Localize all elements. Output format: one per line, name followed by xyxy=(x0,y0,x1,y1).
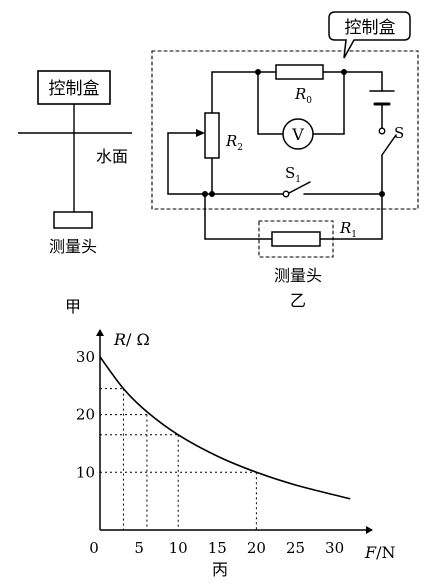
junctions xyxy=(202,69,385,197)
water-label: 水面 xyxy=(96,147,128,166)
caption-yi: 乙 xyxy=(290,291,306,310)
s1-label: S1 xyxy=(285,164,301,185)
x-tick-label-10: 10 xyxy=(169,539,188,557)
control-box-dashed xyxy=(151,50,419,210)
slider-arrow xyxy=(196,129,205,137)
resistor-r0 xyxy=(275,64,324,80)
switch-s-contact xyxy=(378,127,386,135)
switch-s-blade xyxy=(381,134,397,156)
y-tick-label-30: 30 xyxy=(76,348,95,366)
probe-label: 测量头 xyxy=(49,237,97,256)
figure-yi: 控制盒 R0 V R2 S xyxy=(151,11,419,310)
x-tick-label-15: 15 xyxy=(208,539,227,557)
y-tick-label-10: 10 xyxy=(76,463,95,481)
callout-label: 控制盒 xyxy=(345,18,396,38)
probe-head xyxy=(53,211,93,229)
x-tick-label-20: 20 xyxy=(247,539,266,557)
probe-label-yi: 测量头 xyxy=(274,266,322,285)
s-label: S xyxy=(394,124,404,142)
control-box-label: 控制盒 xyxy=(49,79,100,99)
resistance-curve xyxy=(99,356,351,500)
voltmeter xyxy=(282,118,314,150)
y-axis-label: R/ Ω xyxy=(113,330,150,349)
r1-label: R1 xyxy=(339,219,357,240)
x-axis-label: F/N xyxy=(364,543,396,562)
figure-bing: R/ Ω F/N 5 10 15 20 25 30 0 10 20 30 丙 xyxy=(76,329,396,579)
callout-bubble xyxy=(328,11,411,59)
caption-jia: 甲 xyxy=(65,297,81,316)
x-tick-label-25: 25 xyxy=(286,539,305,557)
origin-label: 0 xyxy=(89,539,99,557)
r0-label: R0 xyxy=(294,85,312,106)
voltmeter-label: V xyxy=(291,125,304,144)
switch-s1-contact xyxy=(282,190,290,198)
chart-marks: 5 10 15 20 25 30 0 10 20 30 xyxy=(76,348,351,557)
caption-bing: 丙 xyxy=(212,560,228,579)
x-tick-label-5: 5 xyxy=(134,539,144,557)
wires xyxy=(167,71,383,240)
x-tick-label-30: 30 xyxy=(325,539,344,557)
probe-dashed-box xyxy=(258,220,334,258)
figure-jia: 控制盒 水面 测量头 甲 xyxy=(18,70,132,316)
r2-label: R2 xyxy=(225,132,243,153)
switch-s1-blade xyxy=(288,181,311,194)
resistor-r1 xyxy=(271,231,321,247)
rheostat-r2 xyxy=(204,112,220,159)
y-tick-label-20: 20 xyxy=(76,406,95,424)
